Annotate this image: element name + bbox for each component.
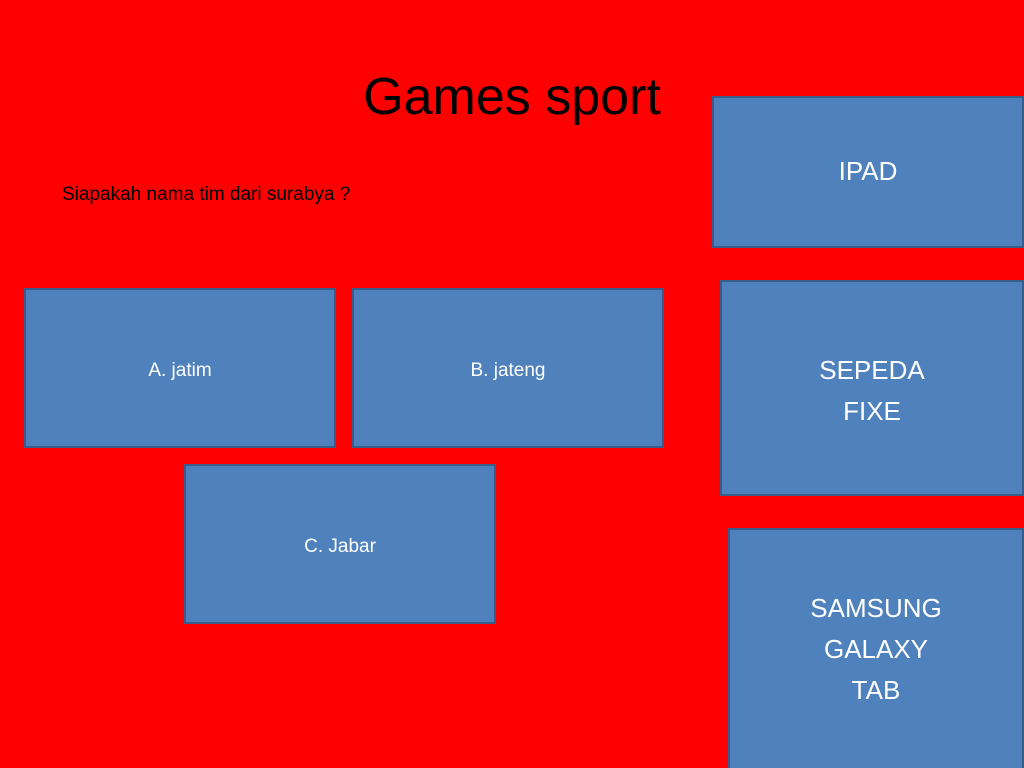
prize-ipad-line-1: IPAD [838,156,898,186]
prize-samsung-galaxy-tab-line-2: GALAXY [823,634,929,664]
prize-samsung-galaxy-tab-line-3: TAB [851,675,901,705]
answer-option-b-label: B. jateng [470,360,546,381]
prize-ipad[interactable]: IPAD [712,96,1024,248]
prize-sepeda-fixe-line-1: SEPEDA [819,355,925,385]
answer-option-c-label: C. Jabar [304,536,376,557]
answer-option-c[interactable]: C. Jabar [184,464,496,624]
answer-option-a[interactable]: A. jatim [24,288,336,448]
slide-title: Games sport [363,68,661,126]
prize-sepeda-fixe-label: SEPEDA FIXE [722,282,1022,432]
prize-samsung-galaxy-tab-line-1: SAMSUNG [810,593,942,623]
answer-option-b[interactable]: B. jateng [352,288,664,448]
prize-samsung-galaxy-tab[interactable]: SAMSUNG GALAXY TAB [728,528,1024,768]
prize-samsung-galaxy-tab-label: SAMSUNG GALAXY TAB [730,530,1022,711]
quiz-question: Siapakah nama tim dari surabya ? [62,184,351,205]
prize-sepeda-fixe-line-2: FIXE [843,396,901,426]
prize-sepeda-fixe[interactable]: SEPEDA FIXE [720,280,1024,496]
prize-ipad-label: IPAD [714,98,1022,186]
answer-option-a-label: A. jatim [148,360,212,381]
